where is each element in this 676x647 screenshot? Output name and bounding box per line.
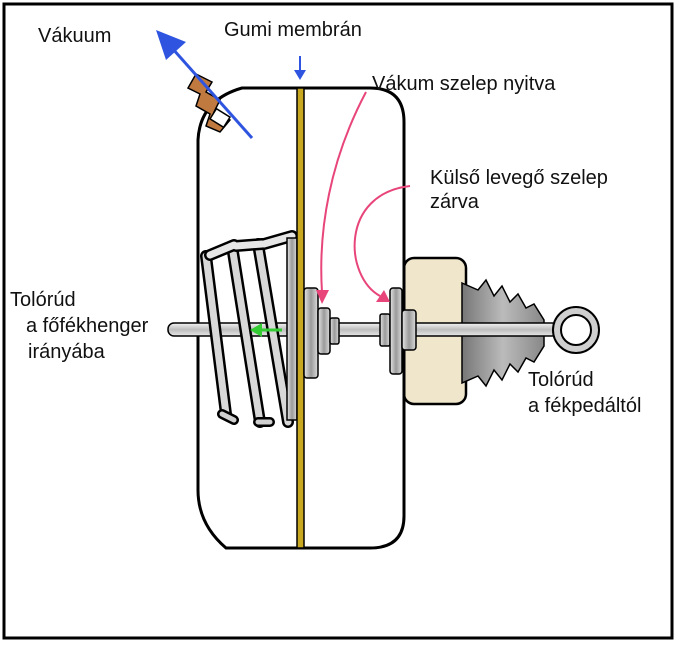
membrane-piston bbox=[303, 287, 319, 379]
vacuum-fitting bbox=[186, 73, 232, 133]
rod-left-label-line3: irányába bbox=[28, 341, 105, 363]
vacuum-valve bbox=[317, 307, 331, 355]
air-valve bbox=[379, 313, 391, 347]
vacuum-valve-label: Vákum szelep nyitva bbox=[372, 73, 556, 95]
air-valve-label-line2: zárva bbox=[430, 191, 479, 213]
rod-right-label-line2: a fékpedáltól bbox=[528, 395, 642, 417]
air-valve-label-line1: Külső levegő szelep bbox=[430, 167, 608, 189]
rod-left-label-line1: Tolórúd bbox=[10, 289, 76, 311]
vacuum-label: Vákuum bbox=[38, 25, 112, 47]
membrane-label: Gumi membrán bbox=[224, 19, 362, 41]
air-valve-arrow bbox=[353, 185, 411, 302]
rod-left-label-line2: a főfékhenger bbox=[26, 315, 149, 337]
membrane-arrow bbox=[294, 56, 306, 80]
vacuum-valve-arrow bbox=[316, 91, 367, 304]
rod-right-label-line1: Tolórúd bbox=[528, 369, 594, 391]
green-arrow bbox=[250, 323, 282, 337]
rubber-membrane bbox=[296, 87, 305, 549]
spring-seat bbox=[286, 237, 298, 421]
valve-plunger bbox=[389, 287, 403, 375]
push-rod bbox=[167, 322, 559, 337]
vacuum-arrow bbox=[156, 30, 254, 139]
